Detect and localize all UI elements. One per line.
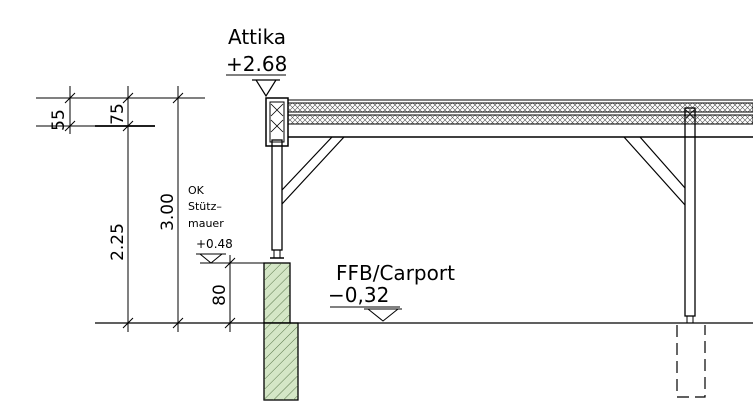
- ffb-value: −0,32: [328, 283, 389, 307]
- stuetzmauer-label-line1: OK: [188, 184, 205, 197]
- dimension-300: 3.00: [158, 193, 178, 231]
- stuetzmauer-label-line2: Stütz–: [188, 200, 222, 213]
- dimension-extension-lines: [36, 97, 205, 127]
- stuetzmauer-level-marker: [196, 253, 226, 264]
- retaining-wall: [263, 262, 299, 401]
- right-braces: [623, 136, 686, 206]
- stuetzmauer-label-line3: mauer: [188, 217, 224, 230]
- dimension-75: 75: [108, 103, 128, 125]
- dimension-55: 55: [49, 109, 69, 131]
- ffb-label: FFB/Carport: [336, 261, 455, 285]
- right-post: [684, 107, 696, 324]
- attika-level-marker: [252, 79, 280, 98]
- dimension-80: 80: [210, 284, 230, 306]
- dimension-225: 2.25: [108, 223, 128, 261]
- stuetzmauer-value: +0.48: [196, 237, 233, 251]
- attika-value: +2.68: [226, 52, 287, 76]
- attika-label: Attika: [228, 25, 286, 49]
- foundation-dashed: [676, 325, 706, 398]
- left-post: [270, 139, 284, 259]
- roof-construction: [265, 97, 753, 147]
- ffb-level-marker: [364, 308, 402, 322]
- left-braces: [281, 136, 345, 205]
